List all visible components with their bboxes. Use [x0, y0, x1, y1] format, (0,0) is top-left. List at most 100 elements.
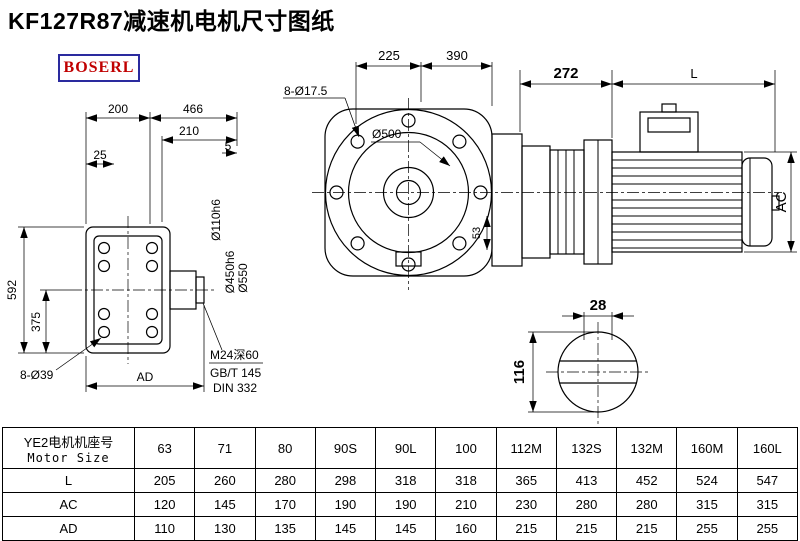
gear-housing-body: [491, 133, 523, 267]
front-labels: 200 466 210 5 25 592 375 8-Ø39 AD Ø110h6…: [5, 102, 261, 395]
bolt-hole: [97, 325, 111, 339]
terminal-box-lid: [647, 117, 691, 133]
front-view: 200 466 210 5 25 592 375 8-Ø39 AD Ø110h6…: [5, 102, 263, 395]
table-cell: 318: [375, 468, 437, 493]
table-cell: 524: [676, 468, 738, 493]
bolt-hole: [145, 259, 159, 273]
motor-size-table: YE2电机机座号 Motor Size 63 71 80 90S 90L 100…: [2, 427, 799, 541]
table-col-header: 160M: [676, 427, 738, 469]
flange-dia-550-label: Ø550: [236, 263, 250, 293]
table-col-header: 132M: [616, 427, 678, 469]
flange-bolt-hole: [452, 236, 467, 251]
thread-note-label: M24深60: [210, 348, 259, 362]
dim-l-label: L: [690, 66, 697, 81]
technical-drawing: 200 466 210 5 25 592 375 8-Ø39 AD Ø110h6…: [5, 48, 797, 424]
table-col-header: 132S: [555, 427, 618, 469]
dim-ac-label: AC: [773, 191, 790, 212]
table-cell: 205: [133, 468, 196, 493]
shaft-centerlines: [546, 322, 650, 424]
page-title: KF127R87减速机电机尺寸图纸: [8, 8, 335, 34]
table-cell: 255: [676, 516, 738, 541]
table-cell: 260: [194, 468, 256, 493]
table-cell: 318: [435, 468, 497, 493]
bolt-holes-17-label: 8-Ø17.5: [284, 84, 328, 98]
dim-592-label: 592: [5, 280, 19, 300]
table-cell: 130: [194, 516, 256, 541]
bolt-hole: [145, 307, 159, 321]
table-cell: 255: [736, 516, 799, 541]
bolt-hole: [97, 259, 111, 273]
side-centerlines: [312, 98, 782, 290]
table-cell: 215: [495, 516, 557, 541]
bolt-hole: [145, 325, 159, 339]
motor-body: [611, 151, 743, 253]
table-col-header: 90S: [314, 427, 377, 469]
table-cell: 365: [495, 468, 557, 493]
flange-bolt-hole: [350, 134, 365, 149]
table-cell: 280: [555, 492, 618, 517]
table-row-label: AD: [2, 516, 135, 541]
dim-390-label: 390: [446, 48, 468, 63]
dim-375-label: 375: [29, 312, 43, 332]
shaft-dia-116-label: 116: [511, 360, 528, 384]
table-cell: 280: [616, 492, 678, 517]
dim-5-label: 5: [225, 139, 232, 153]
table-row-L: L 205 260 280 298 318 318 365 413 452 52…: [2, 468, 799, 493]
table-cell: 160: [435, 516, 497, 541]
shaft-section-view: 28 116: [511, 297, 650, 424]
bolt-holes-39-label: 8-Ø39: [20, 368, 54, 382]
fan-cowl: [741, 157, 773, 247]
table-cell: 135: [254, 516, 316, 541]
table-cell: 145: [314, 516, 377, 541]
gbt-standard-label: GB/T 145: [210, 366, 261, 380]
flange-bolt-hole: [452, 134, 467, 149]
spigot-dia-label: Ø450h6: [223, 250, 237, 293]
gear-housing-step: [521, 145, 551, 259]
dim-200-label: 200: [108, 102, 128, 116]
shaft-dimension-lines: [529, 312, 634, 412]
dim-225-label: 225: [378, 48, 400, 63]
table-cell: 315: [676, 492, 738, 517]
table-col-header: 63: [133, 427, 196, 469]
dim-25-label: 25: [93, 148, 107, 162]
table-cell: 547: [736, 468, 799, 493]
table-col-header: 80: [254, 427, 316, 469]
dim-ad-label: AD: [137, 370, 154, 384]
table-cell: 452: [616, 468, 678, 493]
table-col-header: 100: [435, 427, 497, 469]
dim-210-label: 210: [179, 124, 199, 138]
side-extension-lines: [283, 62, 797, 253]
table-header-label: YE2电机机座号 Motor Size: [2, 427, 135, 469]
adapter-lantern: [549, 149, 585, 255]
table-cell: 215: [616, 516, 678, 541]
table-cell: 190: [375, 492, 437, 517]
table-col-header: 160L: [736, 427, 799, 469]
table-cell: 298: [314, 468, 377, 493]
dim-466-label: 466: [183, 102, 203, 116]
table-cell: 190: [314, 492, 377, 517]
dim-272-label: 272: [553, 65, 578, 82]
table-cell: 120: [133, 492, 196, 517]
flange-bolt-hole: [350, 236, 365, 251]
table-cell: 145: [194, 492, 256, 517]
brand-text: BOSERL: [63, 59, 135, 76]
table-col-header: 71: [194, 427, 256, 469]
dim-53-label: 53: [471, 227, 483, 239]
front-centerlines: [70, 216, 214, 364]
table-cell: 413: [555, 468, 618, 493]
key-width-label: 28: [590, 297, 607, 314]
side-dimension-lines: [344, 62, 795, 252]
table-header-cn: YE2电机机座号: [23, 434, 114, 450]
terminal-box-gland: [661, 103, 677, 113]
table-row-label: AC: [2, 492, 135, 517]
fan-shaft-stub: [771, 195, 780, 211]
table-col-header: 112M: [495, 427, 557, 469]
table-cell: 170: [254, 492, 316, 517]
table-cell: 280: [254, 468, 316, 493]
table-row-label: L: [2, 468, 135, 493]
bolt-hole: [145, 241, 159, 255]
side-labels: 225 390 272 L 8-Ø17.5 Ø500 AC 53: [284, 48, 790, 239]
side-detail-lines: [557, 140, 751, 264]
table-header-row: YE2电机机座号 Motor Size 63 71 80 90S 90L 100…: [2, 427, 799, 469]
shaft-labels: 28 116: [511, 297, 606, 384]
